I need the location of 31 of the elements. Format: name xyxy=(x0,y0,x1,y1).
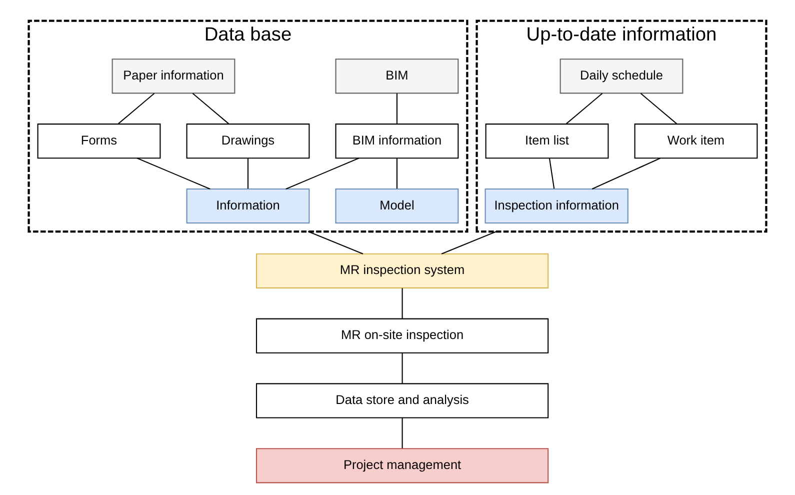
connector xyxy=(402,418,403,448)
node-box: Forms xyxy=(37,124,161,159)
connector xyxy=(592,158,661,190)
connector xyxy=(441,231,497,254)
connector xyxy=(402,288,403,318)
connector xyxy=(396,93,398,124)
connector xyxy=(548,158,555,189)
connector xyxy=(247,158,249,189)
node-box: Model xyxy=(335,188,459,224)
node-box: BIM information xyxy=(335,124,459,159)
node-box: BIM xyxy=(335,58,459,94)
connector xyxy=(566,93,603,124)
connector xyxy=(286,158,360,190)
connector xyxy=(308,231,364,254)
connector xyxy=(396,158,398,189)
connector xyxy=(118,93,155,124)
connector xyxy=(402,353,403,384)
connector xyxy=(640,93,677,124)
connector xyxy=(192,93,229,124)
node-box: Paper information xyxy=(112,58,236,94)
node-box: Work item xyxy=(634,124,758,159)
node-box: Item list xyxy=(485,124,609,159)
node-box: Drawings xyxy=(186,124,310,159)
node-box: Project management xyxy=(256,448,549,484)
connector xyxy=(136,158,210,190)
node-box: Daily schedule xyxy=(560,58,684,94)
node-box: MR on-site inspection xyxy=(256,318,549,354)
node-box: MR inspection system xyxy=(256,253,549,288)
node-box: Data store and analysis xyxy=(256,383,549,418)
node-box: Information xyxy=(186,188,310,224)
node-box: Inspection information xyxy=(484,188,628,224)
